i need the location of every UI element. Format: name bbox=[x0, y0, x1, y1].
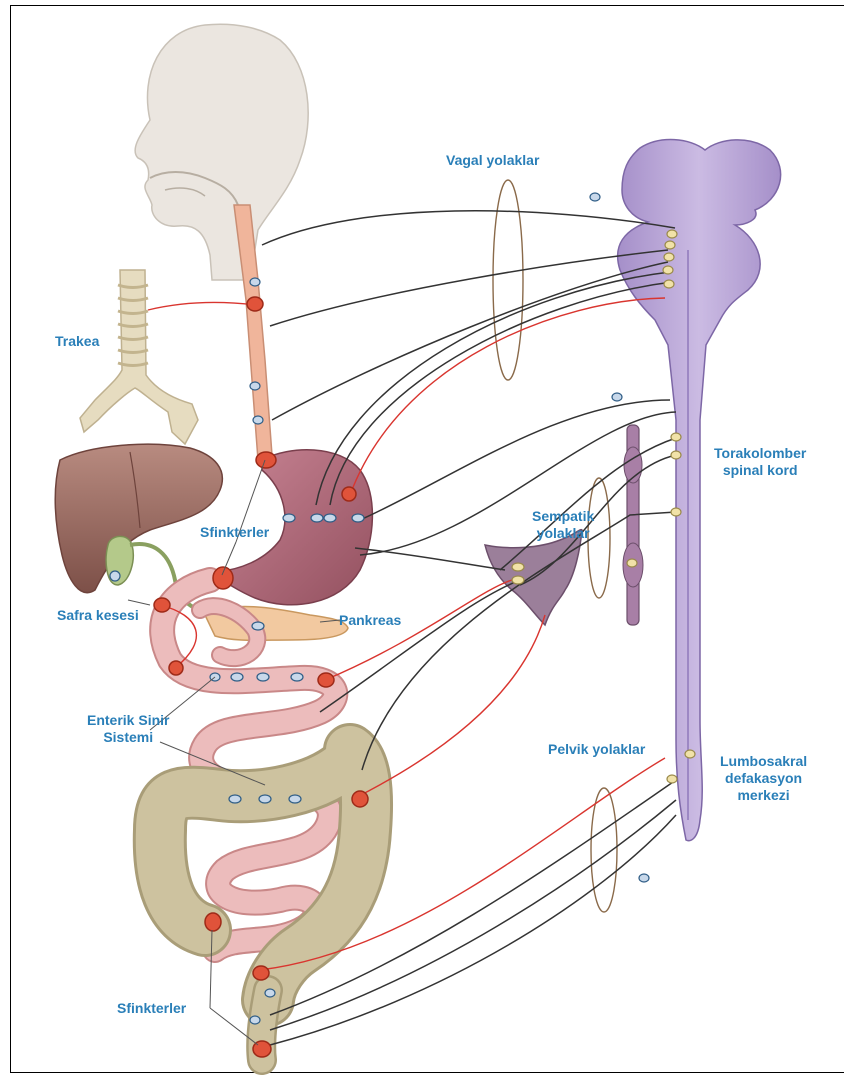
pyloric-sphincter bbox=[213, 567, 233, 589]
ileocecal-sphincter bbox=[205, 913, 221, 931]
lumbosacral-defecation-center-label: Lumbosakral defakasyon merkezi bbox=[720, 753, 807, 804]
lower-esophageal-sphincter bbox=[256, 452, 276, 468]
small-intestine-node-1 bbox=[169, 661, 183, 675]
sympathetic-label-line-1: Sempatik bbox=[532, 508, 594, 525]
rectal-node bbox=[253, 966, 269, 980]
pelvic-pathways-label: Pelvik yolaklar bbox=[548, 741, 645, 758]
thoracolumbar-label-line-2: spinal kord bbox=[714, 462, 806, 479]
lumbosacral-label-line-1: Lumbosakral bbox=[720, 753, 807, 770]
enteric-nervous-system-label: Enterik Sinir Sistemi bbox=[87, 712, 169, 746]
lumbosacral-label-line-2: defakasyon bbox=[720, 770, 807, 787]
head-silhouette bbox=[135, 24, 308, 280]
sympathetic-label-line-2: yolaklar bbox=[532, 525, 594, 542]
vagal-pathway-ellipse bbox=[493, 180, 523, 380]
enteric-label-line-1: Enterik Sinir bbox=[87, 712, 169, 729]
trachea-label: Trakea bbox=[55, 333, 99, 350]
vagal-pathways-label: Vagal yolaklar bbox=[446, 152, 539, 169]
small-intestine-node-2 bbox=[318, 673, 334, 687]
pancreas-label: Pankreas bbox=[339, 612, 401, 629]
thoracolumbar-label-line-1: Torakolomber bbox=[714, 445, 806, 462]
duodenal-node bbox=[154, 598, 170, 612]
enteric-label-line-2: Sistemi bbox=[87, 729, 169, 746]
brainstem-spinal-cord bbox=[618, 140, 781, 841]
trachea bbox=[80, 270, 198, 444]
sphincters-top-label: Sfinkterler bbox=[200, 524, 269, 541]
sympathetic-pathways-label: Sempatik yolaklar bbox=[532, 508, 594, 542]
thoracolumbar-spinal-cord-label: Torakolomber spinal kord bbox=[714, 445, 806, 479]
gallbladder-label: Safra kesesi bbox=[57, 607, 139, 624]
sphincters-bottom-label: Sfinkterler bbox=[117, 1000, 186, 1017]
lumbosacral-label-line-3: merkezi bbox=[720, 787, 807, 804]
upper-esophageal-node bbox=[247, 297, 263, 311]
colon-node bbox=[352, 791, 368, 807]
stomach-node bbox=[342, 487, 356, 501]
